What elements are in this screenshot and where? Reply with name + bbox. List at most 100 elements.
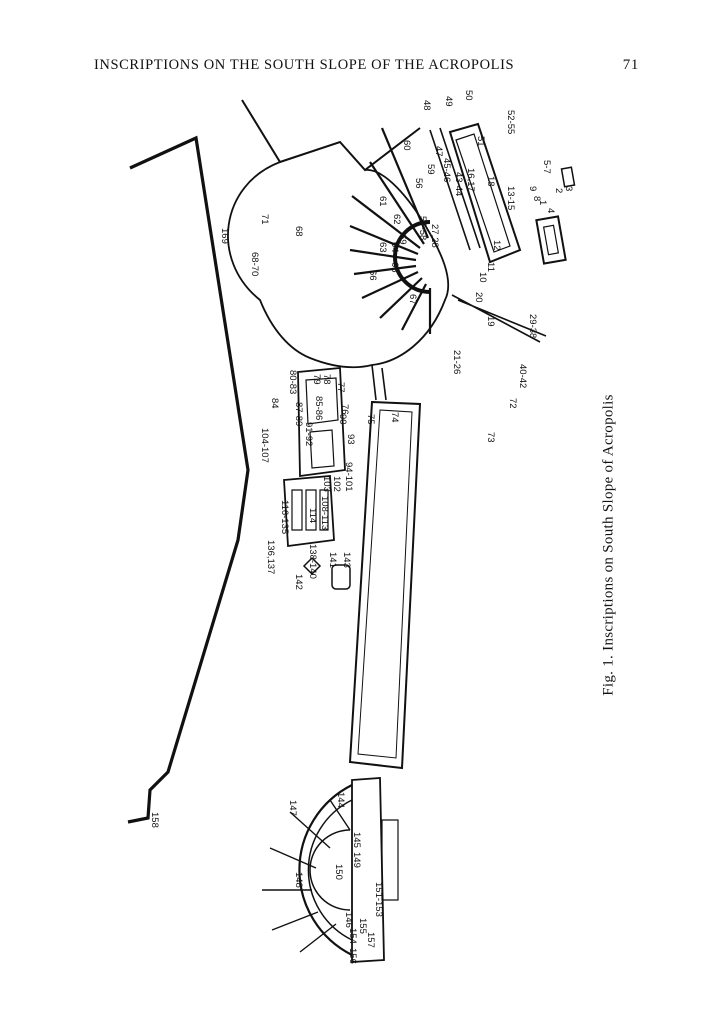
running-title: INSCRIPTIONS ON THE SOUTH SLOPE OF THE A… — [94, 57, 515, 73]
label-77: 77 — [335, 382, 346, 393]
label-90: 90 — [337, 414, 348, 425]
label-9: 9 — [527, 186, 538, 191]
label-67: 67 — [407, 294, 418, 305]
label-10: 10 — [477, 272, 488, 283]
radiating-lines — [349, 127, 432, 334]
label-79: 79 — [311, 374, 322, 385]
inscription-labels: 158 169 68-70 71 68 60 61 62 63 64 65 66… — [149, 90, 574, 964]
label-103: 103 — [321, 476, 332, 492]
label-19: 19 — [485, 316, 496, 327]
label-74: 74 — [389, 412, 400, 423]
central-building-block — [297, 367, 346, 478]
figure-caption-box: Fig. 1. Inscriptions on South Slope of A… — [596, 380, 622, 710]
label-20: 20 — [473, 292, 484, 303]
label-108-113: 108-113 — [319, 496, 330, 530]
stage-building — [351, 777, 385, 963]
label-94-101: 94-101 — [343, 462, 354, 492]
long-stoa — [348, 400, 422, 770]
label-85-86: 85-86 — [313, 396, 324, 420]
label-72: 72 — [507, 398, 518, 409]
label-50: 50 — [463, 90, 474, 101]
label-146: 146 — [343, 912, 354, 928]
label-71: 71 — [259, 214, 270, 225]
label-51: 51 — [475, 136, 486, 147]
label-141: 141 — [327, 552, 338, 568]
lower-theatre-outer — [298, 784, 353, 956]
label-69: 69 — [397, 234, 408, 245]
lower-theatre-inner — [309, 829, 351, 911]
label-114: 114 — [307, 508, 318, 523]
label-21-26: 21-26 — [451, 350, 462, 374]
label-138-140: 138-140 — [307, 544, 318, 579]
label-149: 149 — [351, 852, 362, 868]
label-75: 75 — [365, 414, 376, 425]
page-number: 71 — [622, 57, 639, 73]
west-building-rooms — [291, 489, 329, 531]
label-66: 66 — [367, 270, 378, 281]
west-building-block — [283, 475, 335, 548]
colonnade-walls — [429, 127, 547, 343]
label-43-44: 43-44 — [453, 172, 464, 196]
label-155: 155 — [357, 918, 368, 934]
label-84: 84 — [269, 398, 280, 409]
label-76: 76 — [339, 404, 350, 415]
label-11: 11 — [485, 262, 496, 272]
label-102: 102 — [331, 476, 342, 492]
label-27-28: 27,28 — [429, 224, 440, 248]
label-150: 150 — [333, 864, 344, 880]
label-60: 60 — [401, 140, 412, 151]
label-65: 65 — [389, 262, 400, 273]
diamond-142 — [302, 556, 322, 576]
stoa-connector — [371, 364, 387, 401]
label-144: 144 — [335, 792, 346, 808]
lower-theatre-radials — [262, 799, 351, 953]
figure-caption: Fig. 1. Inscriptions on South Slope of A… — [600, 394, 617, 696]
label-62: 62 — [391, 214, 402, 225]
running-head: INSCRIPTIONS ON THE SOUTH SLOPE OF THE A… — [94, 57, 639, 79]
label-148: 148 — [293, 872, 304, 888]
label-63: 63 — [377, 242, 388, 253]
label-91-92: 91-92 — [303, 422, 314, 446]
small-structure-c — [560, 166, 576, 188]
label-2: 2 — [553, 188, 564, 193]
label-18: 18 — [485, 176, 496, 187]
label-45-46: 45-46 — [441, 158, 452, 182]
label-154: 154 — [347, 928, 358, 944]
label-61: 61 — [377, 196, 388, 207]
label-147: 147 — [287, 800, 298, 816]
label-47: 47 — [433, 146, 444, 157]
small-rect-141 — [331, 564, 351, 590]
label-80-83: 80-83 — [287, 370, 298, 394]
label-93: 93 — [345, 434, 356, 445]
label-156: 156 — [347, 948, 358, 964]
boundary-wall — [127, 135, 250, 824]
label-116-135: 116-135 — [279, 500, 290, 534]
small-structure-a — [535, 215, 567, 265]
label-64: 64 — [389, 242, 400, 253]
label-136-137: 136,137 — [265, 540, 276, 574]
label-4: 4 — [545, 208, 556, 213]
label-145: 145 — [351, 832, 362, 848]
label-169: 169 — [219, 228, 230, 244]
label-12: 12 — [491, 240, 502, 251]
stoa-upper — [448, 122, 522, 264]
label-78: 78 — [321, 374, 332, 385]
label-49: 49 — [443, 96, 454, 107]
label-16-17: 16,17 — [465, 168, 476, 192]
label-158: 158 — [149, 812, 160, 828]
label-40-42: 40-42 — [517, 364, 528, 388]
label-151-153: 151-153 — [373, 882, 384, 917]
label-104-107: 104-107 — [259, 428, 270, 463]
label-56: 56 — [413, 178, 424, 189]
label-29-38: 29-38 — [527, 314, 538, 338]
label-3: 3 — [563, 186, 574, 191]
label-57-58: 57-58 — [417, 216, 428, 240]
long-stoa-inner — [357, 409, 413, 759]
label-87-89: 87-89 — [293, 402, 304, 426]
central-building-rooms — [305, 377, 339, 469]
stoa-upper-inner — [455, 133, 511, 253]
label-157: 157 — [365, 932, 376, 948]
label-59: 59 — [425, 164, 436, 175]
cave-terrace-outline — [227, 161, 450, 369]
